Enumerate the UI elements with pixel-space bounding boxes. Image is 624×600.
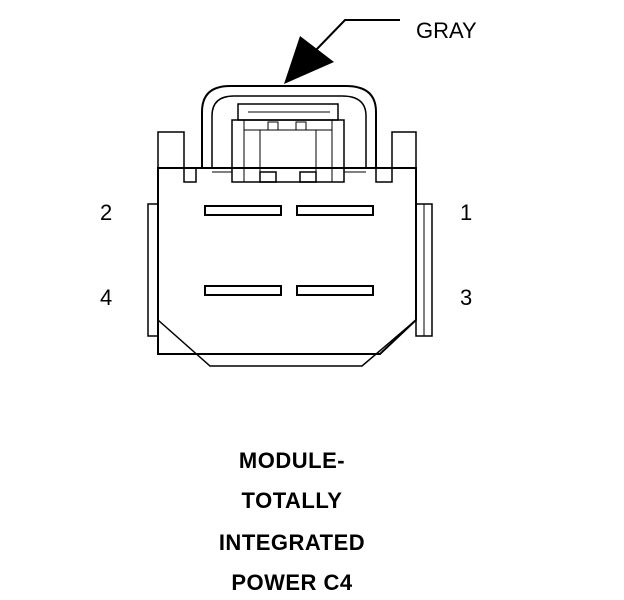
pin-label-2: 2 [100,200,112,225]
callout-arrowhead [284,36,334,84]
pin-label-4: 4 [100,285,112,310]
terminal-slot-2 [204,205,282,216]
latch-notch-right [295,121,307,131]
terminal-slot-4 [204,285,282,296]
left-guide-rail [147,203,159,337]
caption-line-1: MODULE- [239,448,345,473]
connector-caption: MODULE- TOTALLY INTEGRATED POWER C4 [219,448,365,595]
color-callout [284,19,400,84]
right-top-post [391,131,417,169]
caption-line-3: INTEGRATED [219,530,365,555]
locking-arch-inner [211,95,367,168]
pin-label-1: 1 [460,200,472,225]
connector-body [147,85,433,367]
right-guide-rail [415,203,433,337]
caption-line-4: POWER C4 [231,570,353,595]
key-tooth-3 [299,171,317,183]
terminal-slot-3 [296,285,374,296]
left-top-post [157,131,185,169]
housing-outline [157,167,417,355]
key-tooth-2 [259,171,277,183]
callout-leader-line [315,19,400,51]
key-tooth-1 [183,167,197,183]
terminal-slot-1 [296,205,374,216]
latch-notch-left [267,121,279,131]
pin-label-3: 3 [460,285,472,310]
wire-color-label: GRAY [416,18,477,43]
housing-bottom-skirt [157,319,417,367]
key-tooth-4 [375,167,393,183]
latch-body [231,119,345,183]
caption-line-2: TOTALLY [242,488,343,513]
locking-arch-outer [201,85,377,168]
